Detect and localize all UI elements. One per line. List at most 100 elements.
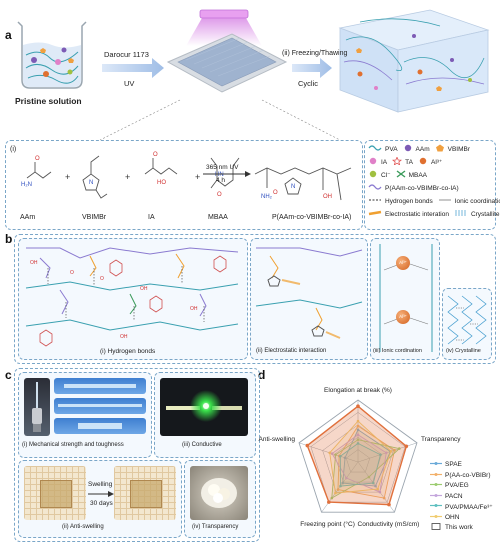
uv-label: UV (124, 79, 135, 88)
reaction-scheme-box (5, 140, 363, 230)
star-icon (392, 156, 403, 167)
radar-point (334, 453, 337, 457)
svg-text:OH: OH (323, 194, 332, 200)
radar-point (356, 438, 360, 441)
legend-item-ionic-coordination: Ionic coordination (438, 196, 500, 206)
pristine-solution-label: Pristine solution (15, 96, 82, 106)
radar-legend-item: OHN (430, 513, 496, 522)
svg-text:O: O (35, 156, 40, 162)
transparency-caption: (iv) Transparency (192, 524, 239, 530)
radar-point (387, 502, 391, 507)
svg-text:H₂N: H₂N (21, 182, 32, 188)
swelling-arrow (88, 491, 114, 497)
legend-label: Electrostatic interation (385, 210, 449, 218)
radar-point (382, 496, 386, 500)
legend-item-electrostatic-interation: Electrostatic interation (368, 209, 449, 219)
radar-point (336, 488, 340, 491)
radar-point (378, 490, 382, 494)
radar-legend-item: SPAE (430, 460, 496, 469)
radar-point (367, 475, 371, 479)
svg-text:+: + (65, 172, 70, 182)
swelling-after-photo (114, 466, 176, 520)
stretch-photo-2 (54, 398, 146, 414)
radar-axis-label: Transparency (421, 436, 461, 443)
radar-point (356, 442, 360, 445)
legend-label: PVA (385, 145, 398, 153)
panel-a-process-art (17, 9, 490, 141)
legend-item-vbimbr: VBIMBr (435, 144, 470, 154)
legend-item-ta: TA (392, 156, 413, 167)
radar-point (356, 424, 360, 428)
beaker-illustration (17, 21, 87, 89)
legend-item-aam: AAm (403, 144, 430, 154)
sphere-icon (403, 144, 413, 154)
legend-row: PVA AAm VBIMBr (368, 144, 492, 154)
sphere-icon (368, 157, 378, 167)
weight-hanging-photo (24, 378, 50, 436)
radar-series-polygon (331, 434, 387, 493)
reaction-condition-top: 365 nm UV (206, 164, 239, 171)
legend-item-hydrogen-bonds: Hydrogen bonds (368, 196, 433, 206)
radar-point (404, 444, 409, 449)
hatch-icon (454, 209, 468, 219)
legend-label: TA (405, 158, 413, 166)
svg-text:OH: OH (120, 334, 128, 340)
legend-label: MBAA (408, 171, 427, 179)
radar-legend-item: PVA/EG (430, 481, 496, 490)
legend-item-al: Al³⁺ (418, 157, 442, 167)
cyclic-label: Cyclic (298, 79, 318, 88)
legend-label: Cl⁻ (381, 172, 391, 179)
radar-point (393, 448, 396, 452)
radar-point (397, 447, 401, 450)
legend-label: Ionic coordination (454, 197, 500, 205)
legend-row: P(AAm-co-VBIMBr-co-IA) (368, 183, 492, 193)
radar-point (330, 496, 334, 500)
radar-legend-item: This work (430, 523, 496, 532)
radar-point (341, 481, 344, 485)
radar-series-polygon (306, 405, 408, 506)
legend-item-cl: Cl⁻ (368, 170, 391, 180)
monomer-label-aam: AAm (20, 214, 36, 221)
conductive-photo (160, 378, 248, 436)
legend-box (364, 140, 496, 230)
line-swatch-icon (430, 513, 442, 522)
radar-legend-label: OHN (445, 513, 460, 521)
radar-point (356, 433, 360, 437)
panel-letter-a: a (5, 28, 12, 42)
radar-point (339, 454, 342, 458)
line-swatch-icon (430, 481, 442, 490)
radar-axis-label: Freezing point (°C) (300, 520, 355, 528)
legend-item-crystallite: Crystallite (454, 209, 500, 219)
transparency-photo (190, 466, 248, 520)
crystalline-caption: (iv) Crystalline (446, 348, 481, 354)
radar-series-polygon (331, 439, 401, 499)
swelling-word: Swelling (88, 481, 113, 488)
svg-text:OH: OH (190, 306, 198, 312)
panel-letter-b: b (5, 232, 13, 246)
hydrogel-block (338, 9, 490, 113)
radar-point (379, 453, 382, 457)
reaction-step-label: (i) (10, 146, 17, 153)
radar-point (376, 487, 379, 491)
radar-point (343, 456, 347, 460)
radar-series-polygon (339, 442, 381, 487)
radar-point (330, 452, 334, 455)
darocur-label: Darocur 1173 (104, 50, 149, 59)
radar-axis-label: Conductivity (mS/cm) (358, 521, 420, 528)
radar-point (305, 443, 310, 448)
legend-row: Cl⁻ MBAA (368, 170, 492, 180)
legend-row: Electrostatic interation Crystallite (368, 209, 500, 219)
radar-point (356, 419, 360, 423)
svg-text:O: O (100, 276, 104, 282)
svg-text:O: O (70, 270, 74, 276)
radar-point (356, 404, 360, 408)
line-swatch-icon (430, 460, 442, 469)
legend-label: P(AAm-co-VBIMBr-co-IA) (385, 184, 459, 192)
line-swatch-icon (430, 471, 442, 480)
legend-label: Crystallite (470, 210, 500, 218)
radar-legend-item: P(AA-co-VBIBr) (430, 471, 496, 480)
